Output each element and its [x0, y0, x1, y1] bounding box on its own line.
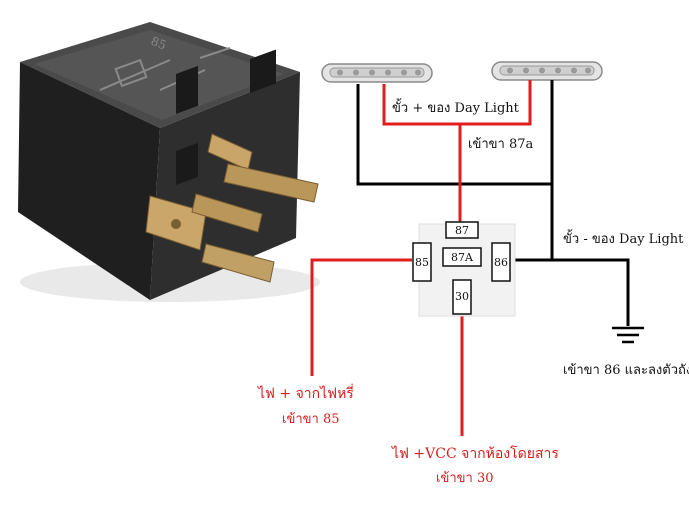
- relay-pin-terminals: [145, 133, 319, 283]
- pin-30-label: เข้าขา 30: [436, 471, 494, 486]
- pin-87a-label: เข้าขา 87a: [468, 137, 533, 152]
- relay-housing-label: 85: [149, 34, 168, 53]
- relay-pin-diagram: 87 87A 85 86 30: [412, 221, 516, 317]
- day-light-negative-label: ขั้ว - ของ Day Light: [563, 229, 684, 247]
- svg-text:87A: 87A: [451, 251, 474, 264]
- relay-photo: 85: [18, 22, 320, 302]
- negative-wires: [356, 80, 630, 326]
- pin-86: 86: [491, 242, 511, 282]
- pin-85-label: เข้าขา 85: [282, 412, 340, 427]
- ground-icon: [612, 326, 644, 344]
- pin-85: 85: [412, 242, 432, 282]
- led-strip-left: [321, 63, 433, 83]
- svg-text:87: 87: [455, 224, 469, 237]
- pin-87a: 87A: [442, 247, 482, 267]
- tail-light-power-label: ไฟ + จากไฟหรี่: [257, 384, 354, 402]
- svg-text:30: 30: [455, 290, 469, 303]
- pin-86-ground-label: เข้าขา 86 และลงตัวถัง: [563, 363, 689, 378]
- cabin-vcc-power-label: ไฟ +VCC จากห้องโดยสาร: [391, 445, 559, 462]
- led-strip-right: [491, 61, 603, 81]
- day-light-positive-label: ขั้ว + ของ Day Light: [392, 98, 520, 116]
- svg-text:85: 85: [415, 256, 429, 269]
- pin-87: 87: [445, 221, 479, 239]
- svg-text:86: 86: [494, 256, 508, 269]
- pin-30: 30: [452, 279, 472, 315]
- positive-wires: [310, 80, 532, 436]
